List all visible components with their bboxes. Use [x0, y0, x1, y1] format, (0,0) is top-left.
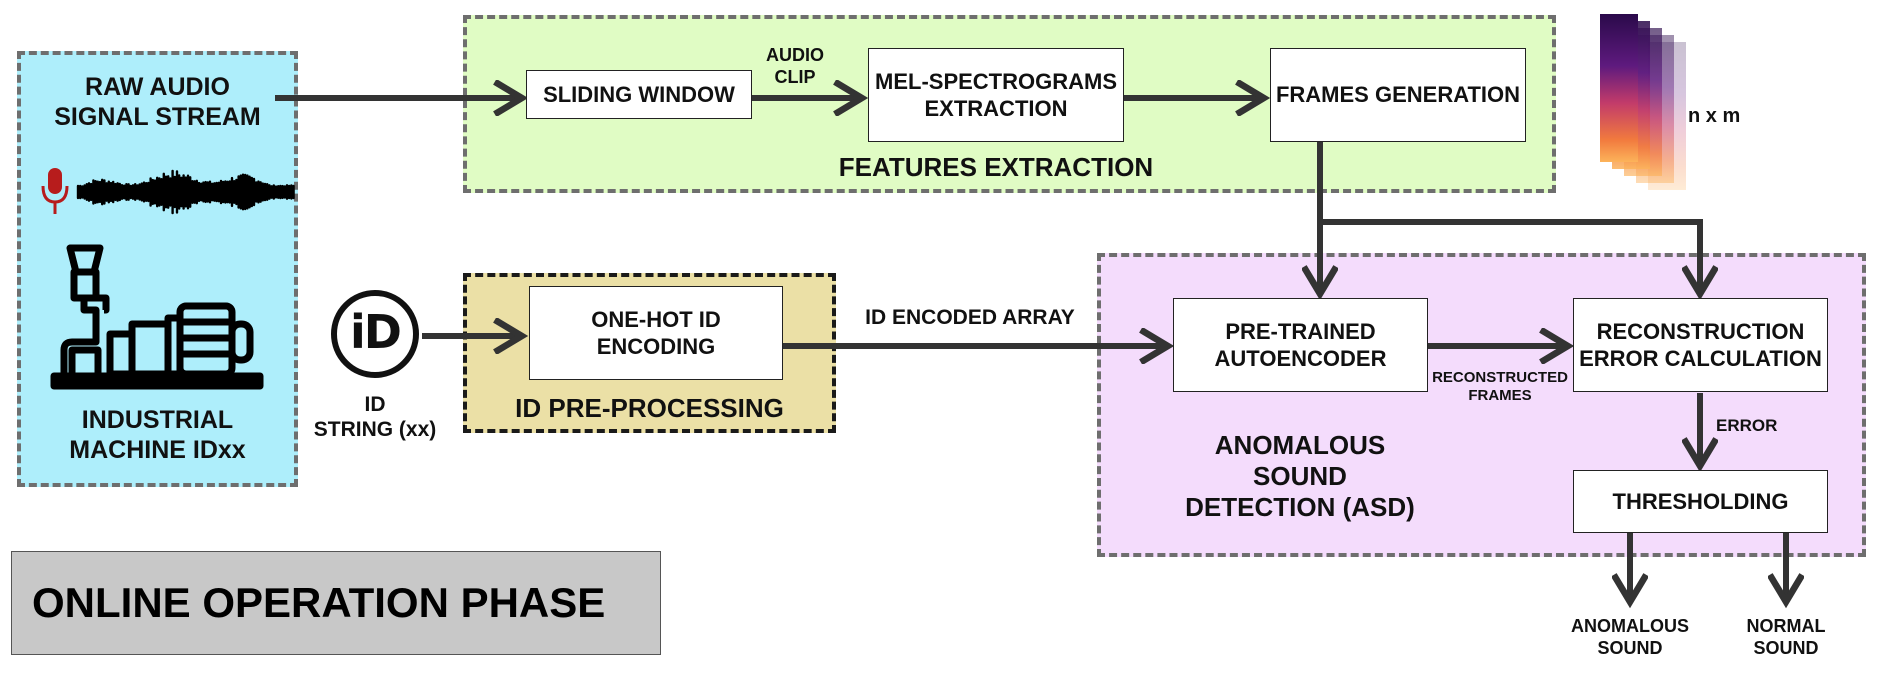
mel-spectrogram-box: MEL-SPECTROGRAMS EXTRACTION: [868, 48, 1124, 142]
phase-banner: ONLINE OPERATION PHASE: [11, 551, 661, 655]
audio-clip-label: AUDIO CLIP: [766, 45, 824, 87]
reconstruction-error-box: RECONSTRUCTION ERROR CALCULATION: [1573, 298, 1828, 392]
id-string-label: ID STRING (xx): [313, 393, 437, 442]
phase-label: ONLINE OPERATION PHASE: [32, 579, 606, 626]
error-label: ERROR: [1716, 416, 1778, 435]
id-icon: iD: [331, 290, 419, 378]
id-encoded-array-label: ID ENCODED ARRAY: [865, 306, 1075, 329]
industrial-machine-icon: [50, 244, 264, 390]
reconstructed-frames-label: RECONSTRUCTED FRAMES: [1432, 369, 1568, 404]
anomalous-sound-label: ANOMALOUS SOUND: [1571, 616, 1689, 658]
normal-sound-label: NORMAL SOUND: [1746, 616, 1826, 658]
id-pre-processing-title: ID PRE-PROCESSING: [515, 393, 784, 423]
microphone-icon: [41, 168, 69, 214]
raw-audio-label: RAW AUDIO SIGNAL STREAM: [54, 73, 261, 131]
features-extraction-title: FEATURES EXTRACTION: [838, 152, 1154, 182]
frame-dimensions-label: n x m: [1688, 105, 1741, 127]
waveform-icon: [76, 169, 295, 215]
autoencoder-box: PRE-TRAINED AUTOENCODER: [1173, 298, 1428, 392]
one-hot-encoding-box: ONE-HOT ID ENCODING: [529, 286, 783, 380]
thresholding-box: THRESHOLDING: [1573, 470, 1828, 533]
arrow-frames-to-recon: [1320, 219, 1700, 292]
spectrogram-stack-icon: [1600, 14, 1686, 190]
id-icon-text: iD: [350, 305, 402, 359]
sliding-window-box: SLIDING WINDOW: [526, 70, 752, 119]
asd-title: ANOMALOUS SOUND DETECTION (ASD): [1185, 430, 1415, 523]
input-panel: [17, 51, 298, 487]
machine-label: INDUSTRIAL MACHINE IDxx: [69, 406, 246, 464]
audio-input-icons: [41, 168, 295, 215]
frames-generation-box: FRAMES GENERATION: [1270, 48, 1526, 142]
